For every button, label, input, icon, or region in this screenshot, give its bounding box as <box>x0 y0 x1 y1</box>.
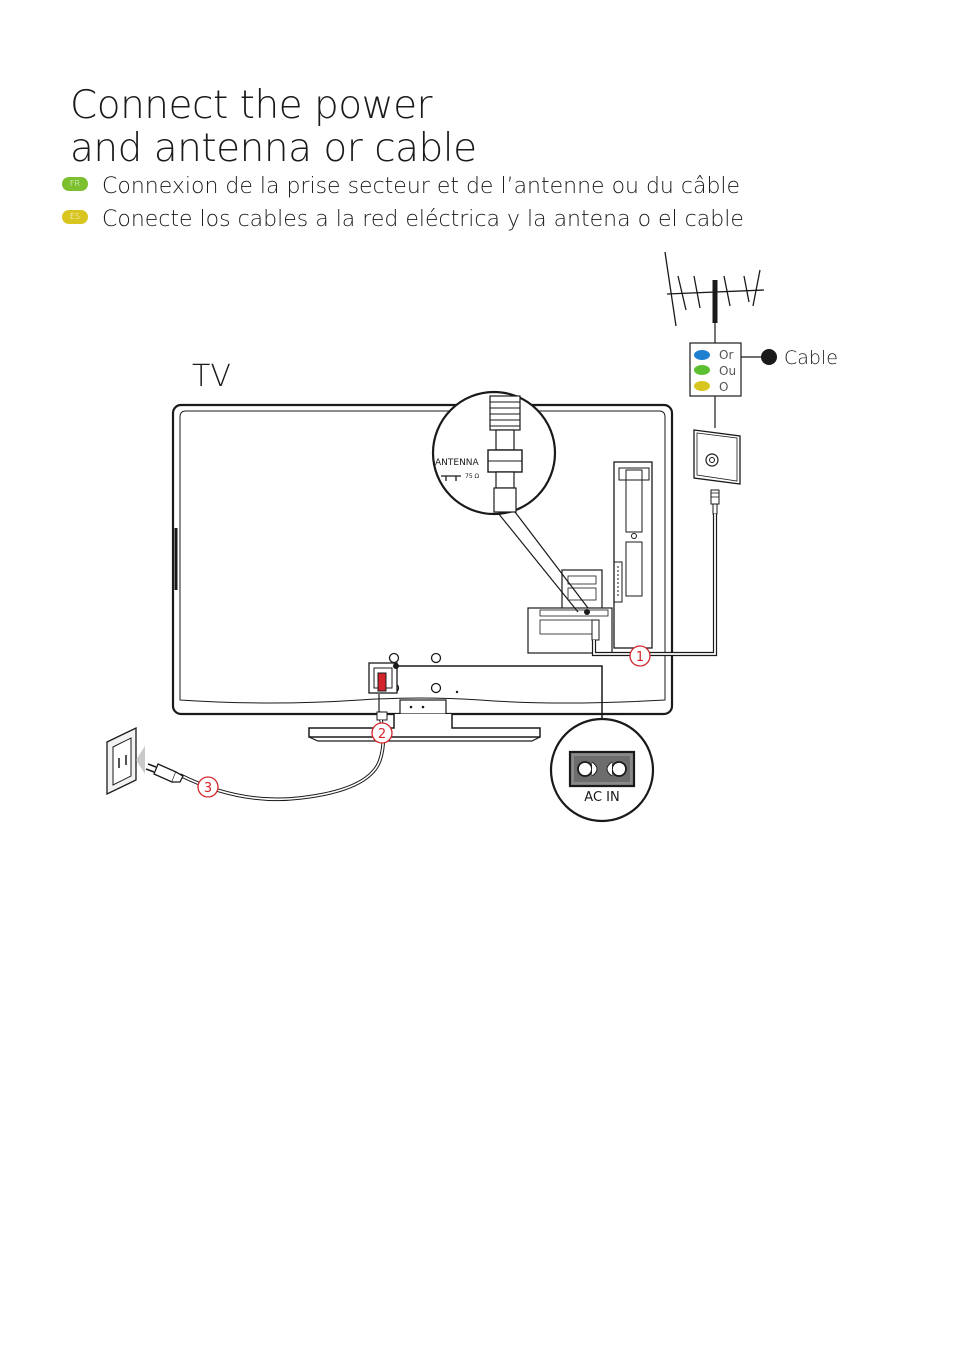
fr-badge: FR <box>62 177 88 191</box>
page-title: Connect the power and antenna or cable <box>70 84 477 170</box>
or-dot-blue <box>694 350 710 360</box>
cable-bullet <box>761 349 777 365</box>
translation-fr: FR Connexion de la prise secteur et de l’… <box>62 174 740 199</box>
wall-antenna-outlet-icon <box>693 429 741 515</box>
antenna-port-label: ANTENNA <box>435 458 480 468</box>
or-dot-yellow <box>694 381 710 391</box>
page-title-line-2: and antenna or cable <box>70 126 477 171</box>
step-1-label: 1 <box>636 650 644 665</box>
tv-ac-socket <box>368 662 398 713</box>
step-2-marker: 2 <box>371 722 393 744</box>
or-choice-box: Or Ou O Cable <box>689 342 838 428</box>
power-plug-icon <box>145 763 184 783</box>
or-label-es: O <box>719 380 728 394</box>
tv-stand <box>308 699 541 742</box>
or-label-en: Or <box>719 348 733 362</box>
or-label-fr: Ou <box>719 364 736 378</box>
translation-fr-text: Connexion de la prise secteur et de l’an… <box>102 174 741 199</box>
es-badge: ES <box>62 210 88 224</box>
rooftop-antenna-icon <box>664 251 765 343</box>
step-2-label: 2 <box>378 727 386 742</box>
wall-power-outlet-icon <box>106 726 145 796</box>
tv-back-panel <box>171 403 674 716</box>
step-3-label: 3 <box>204 781 212 796</box>
step-1-marker: 1 <box>629 645 651 667</box>
ac-in-callout: AC IN <box>393 663 655 823</box>
translation-es: ES Conecte los cables a la red eléctrica … <box>62 207 744 232</box>
or-dot-green <box>694 365 710 375</box>
antenna-zoom-callout: ANTENNA 75 Ω <box>431 390 589 613</box>
step-3-marker: 3 <box>197 776 219 798</box>
side-connector-panel <box>613 461 653 649</box>
antenna-coax-cable <box>593 514 716 655</box>
bottom-connector-panel <box>527 569 613 654</box>
tv-label: TV <box>192 359 231 394</box>
ac-in-label: AC IN <box>584 790 619 805</box>
antenna-impedance: 75 Ω <box>465 473 480 480</box>
antenna-symbol-icon <box>441 475 461 481</box>
page-title-line-1: Connect the power <box>70 83 433 128</box>
translation-es-text: Conecte los cables a la red eléctrica y … <box>102 207 744 232</box>
cable-label: Cable <box>784 347 838 369</box>
power-cord <box>179 711 388 802</box>
